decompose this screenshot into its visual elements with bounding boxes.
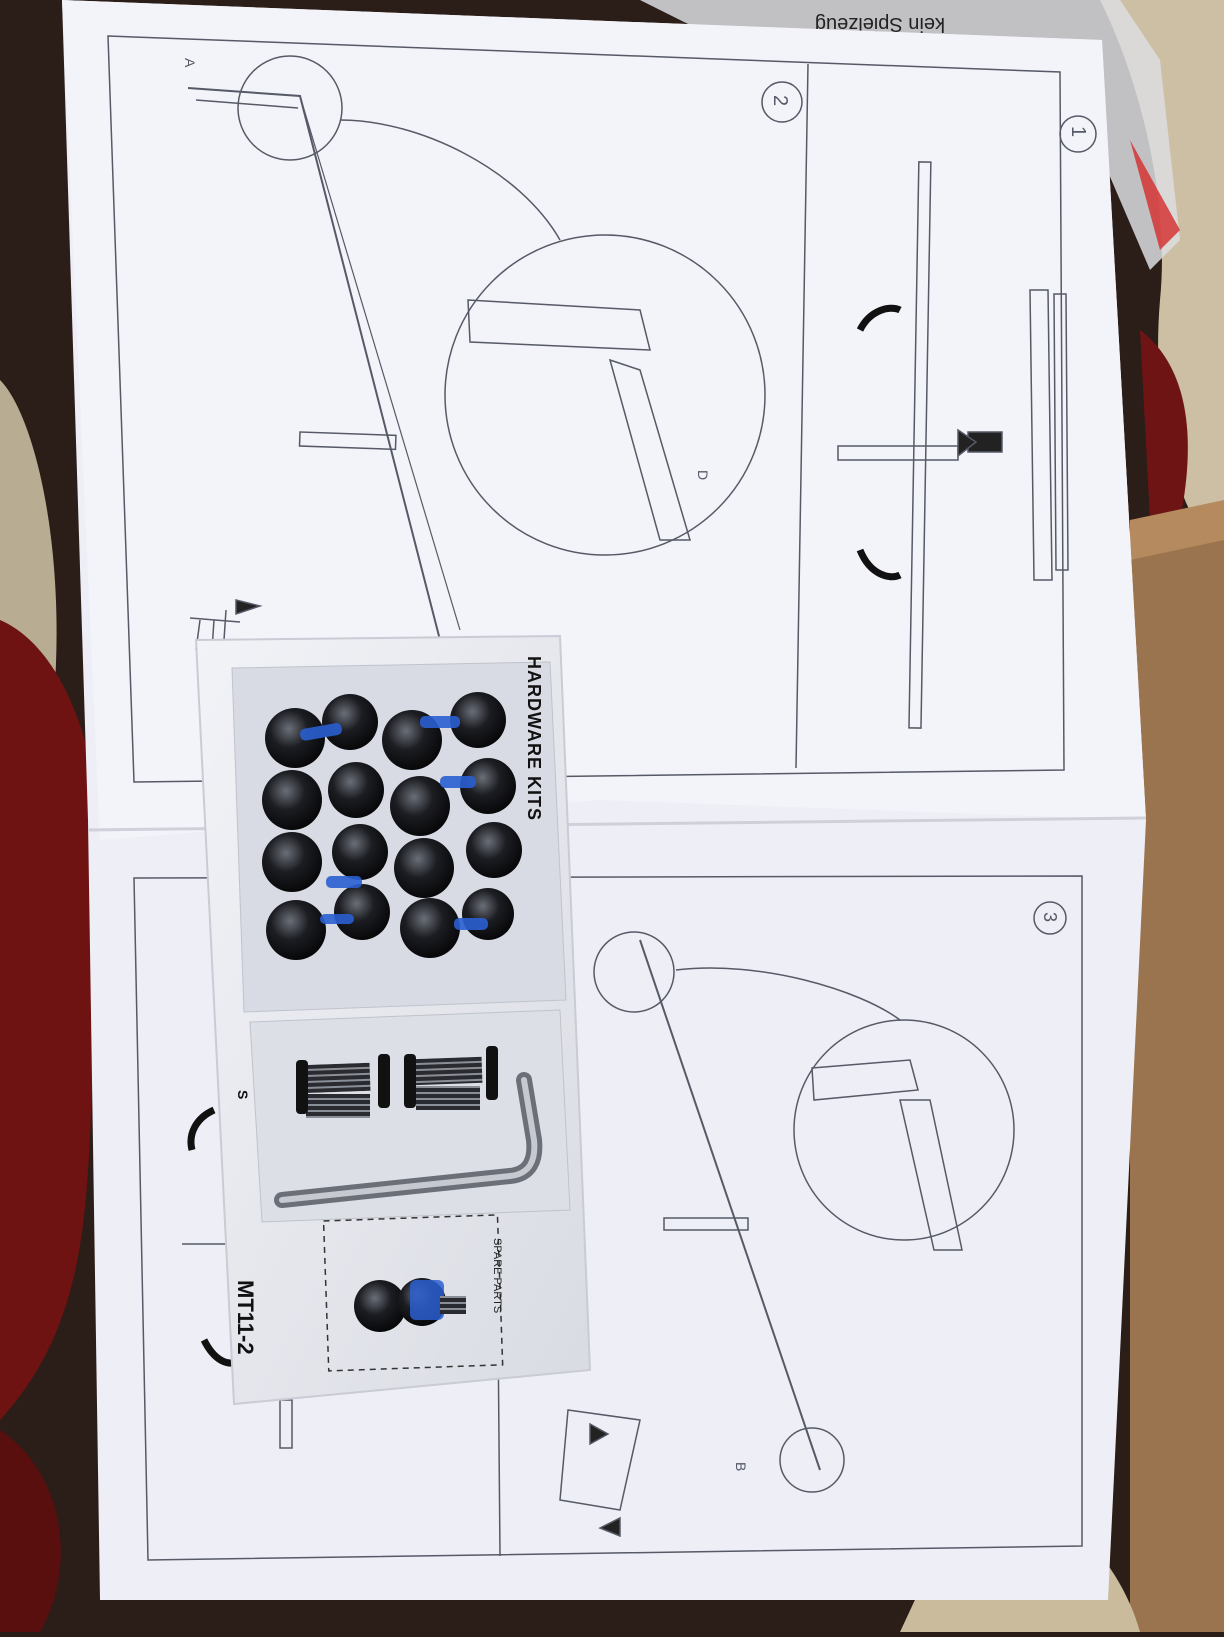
step-3-number: 3 <box>1040 912 1060 922</box>
size-label-s: S <box>235 1090 251 1099</box>
spare-parts-label: SPARE PARTS <box>491 1238 503 1313</box>
step-3-diagram <box>559 901 1067 1538</box>
bag-text: kein Spielzeug <box>815 13 945 35</box>
part-label-b: B <box>733 1462 749 1471</box>
hex-key <box>274 1072 543 1208</box>
step-1-number: 1 <box>1067 126 1089 137</box>
part-label-a: A <box>182 58 198 68</box>
part-label-d: D <box>695 470 711 480</box>
screw-group-s <box>296 1046 498 1118</box>
hardware-blister-pack: HARDWARE KITS SPARE PARTS MT11-2 S <box>194 634 592 1406</box>
step-2-number: 2 <box>769 95 791 106</box>
spare-parts-screws <box>354 1278 466 1332</box>
step-1-diagram <box>837 115 1097 729</box>
screw-group-l <box>262 692 522 960</box>
kit-title: HARDWARE KITS <box>524 656 544 821</box>
step-2-diagram <box>187 55 803 651</box>
model-number: MT11-2 <box>233 1280 258 1355</box>
